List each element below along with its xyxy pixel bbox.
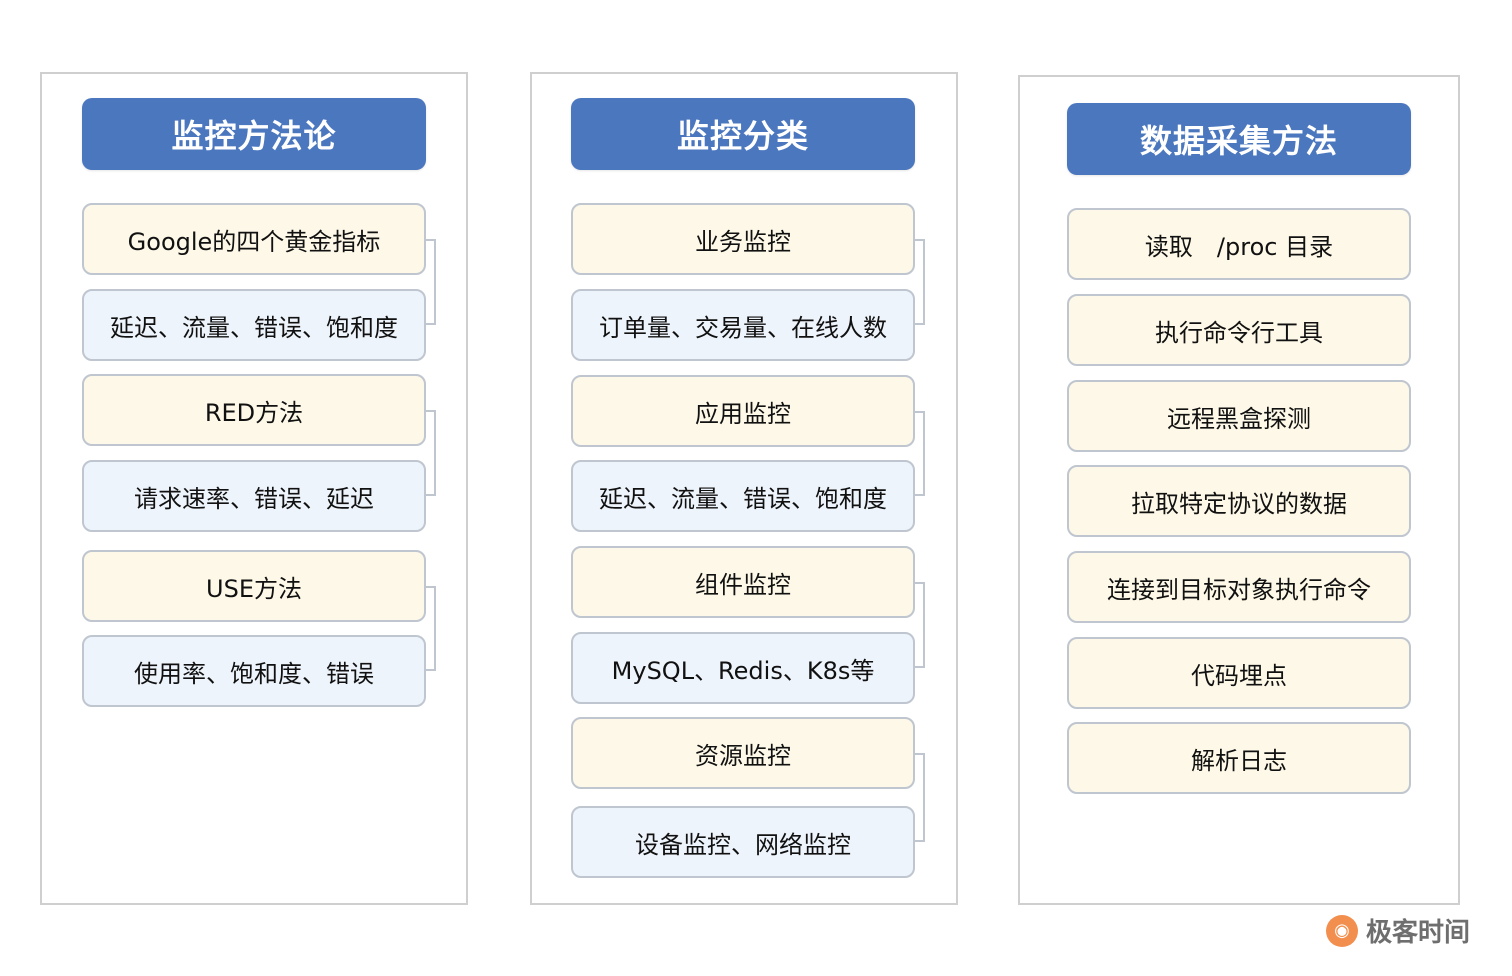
item-box: 设备监控、网络监控	[571, 806, 915, 878]
bracket-connector	[426, 239, 436, 325]
watermark: ◉ 极客时间	[1326, 912, 1470, 949]
item-box: 延迟、流量、错误、饱和度	[571, 460, 915, 532]
item-box: 延迟、流量、错误、饱和度	[82, 289, 426, 361]
item-box: 拉取特定协议的数据	[1067, 465, 1411, 537]
bracket-connector	[915, 753, 925, 842]
item-box: 订单量、交易量、在线人数	[571, 289, 915, 361]
item-box: 组件监控	[571, 546, 915, 618]
item-box: MySQL、Redis、K8s等	[571, 632, 915, 704]
item-box: 解析日志	[1067, 722, 1411, 794]
item-box: 连接到目标对象执行命令	[1067, 551, 1411, 623]
bracket-connector	[426, 410, 436, 496]
item-box: Google的四个黄金指标	[82, 203, 426, 275]
item-box: RED方法	[82, 374, 426, 446]
geektime-logo-icon: ◉	[1326, 914, 1358, 947]
item-box: 请求速率、错误、延迟	[82, 460, 426, 532]
watermark-text: 极客时间	[1366, 918, 1471, 948]
item-box: 业务监控	[571, 203, 915, 275]
item-box: 代码埋点	[1067, 637, 1411, 709]
bracket-connector	[915, 239, 925, 325]
item-box: 远程黑盒探测	[1067, 380, 1411, 452]
item-box: USE方法	[82, 550, 426, 622]
column-header-collection: 数据采集方法	[1067, 103, 1411, 175]
column-header-methodology: 监控方法论	[82, 98, 426, 170]
item-box: 应用监控	[571, 375, 915, 447]
item-box: 执行命令行工具	[1067, 294, 1411, 366]
bracket-connector	[426, 586, 436, 671]
item-box: 读取 /proc 目录	[1067, 208, 1411, 280]
bracket-connector	[915, 582, 925, 668]
column-header-classification: 监控分类	[571, 98, 915, 170]
item-box: 资源监控	[571, 717, 915, 789]
item-box: 使用率、饱和度、错误	[82, 635, 426, 707]
bracket-connector	[915, 411, 925, 496]
